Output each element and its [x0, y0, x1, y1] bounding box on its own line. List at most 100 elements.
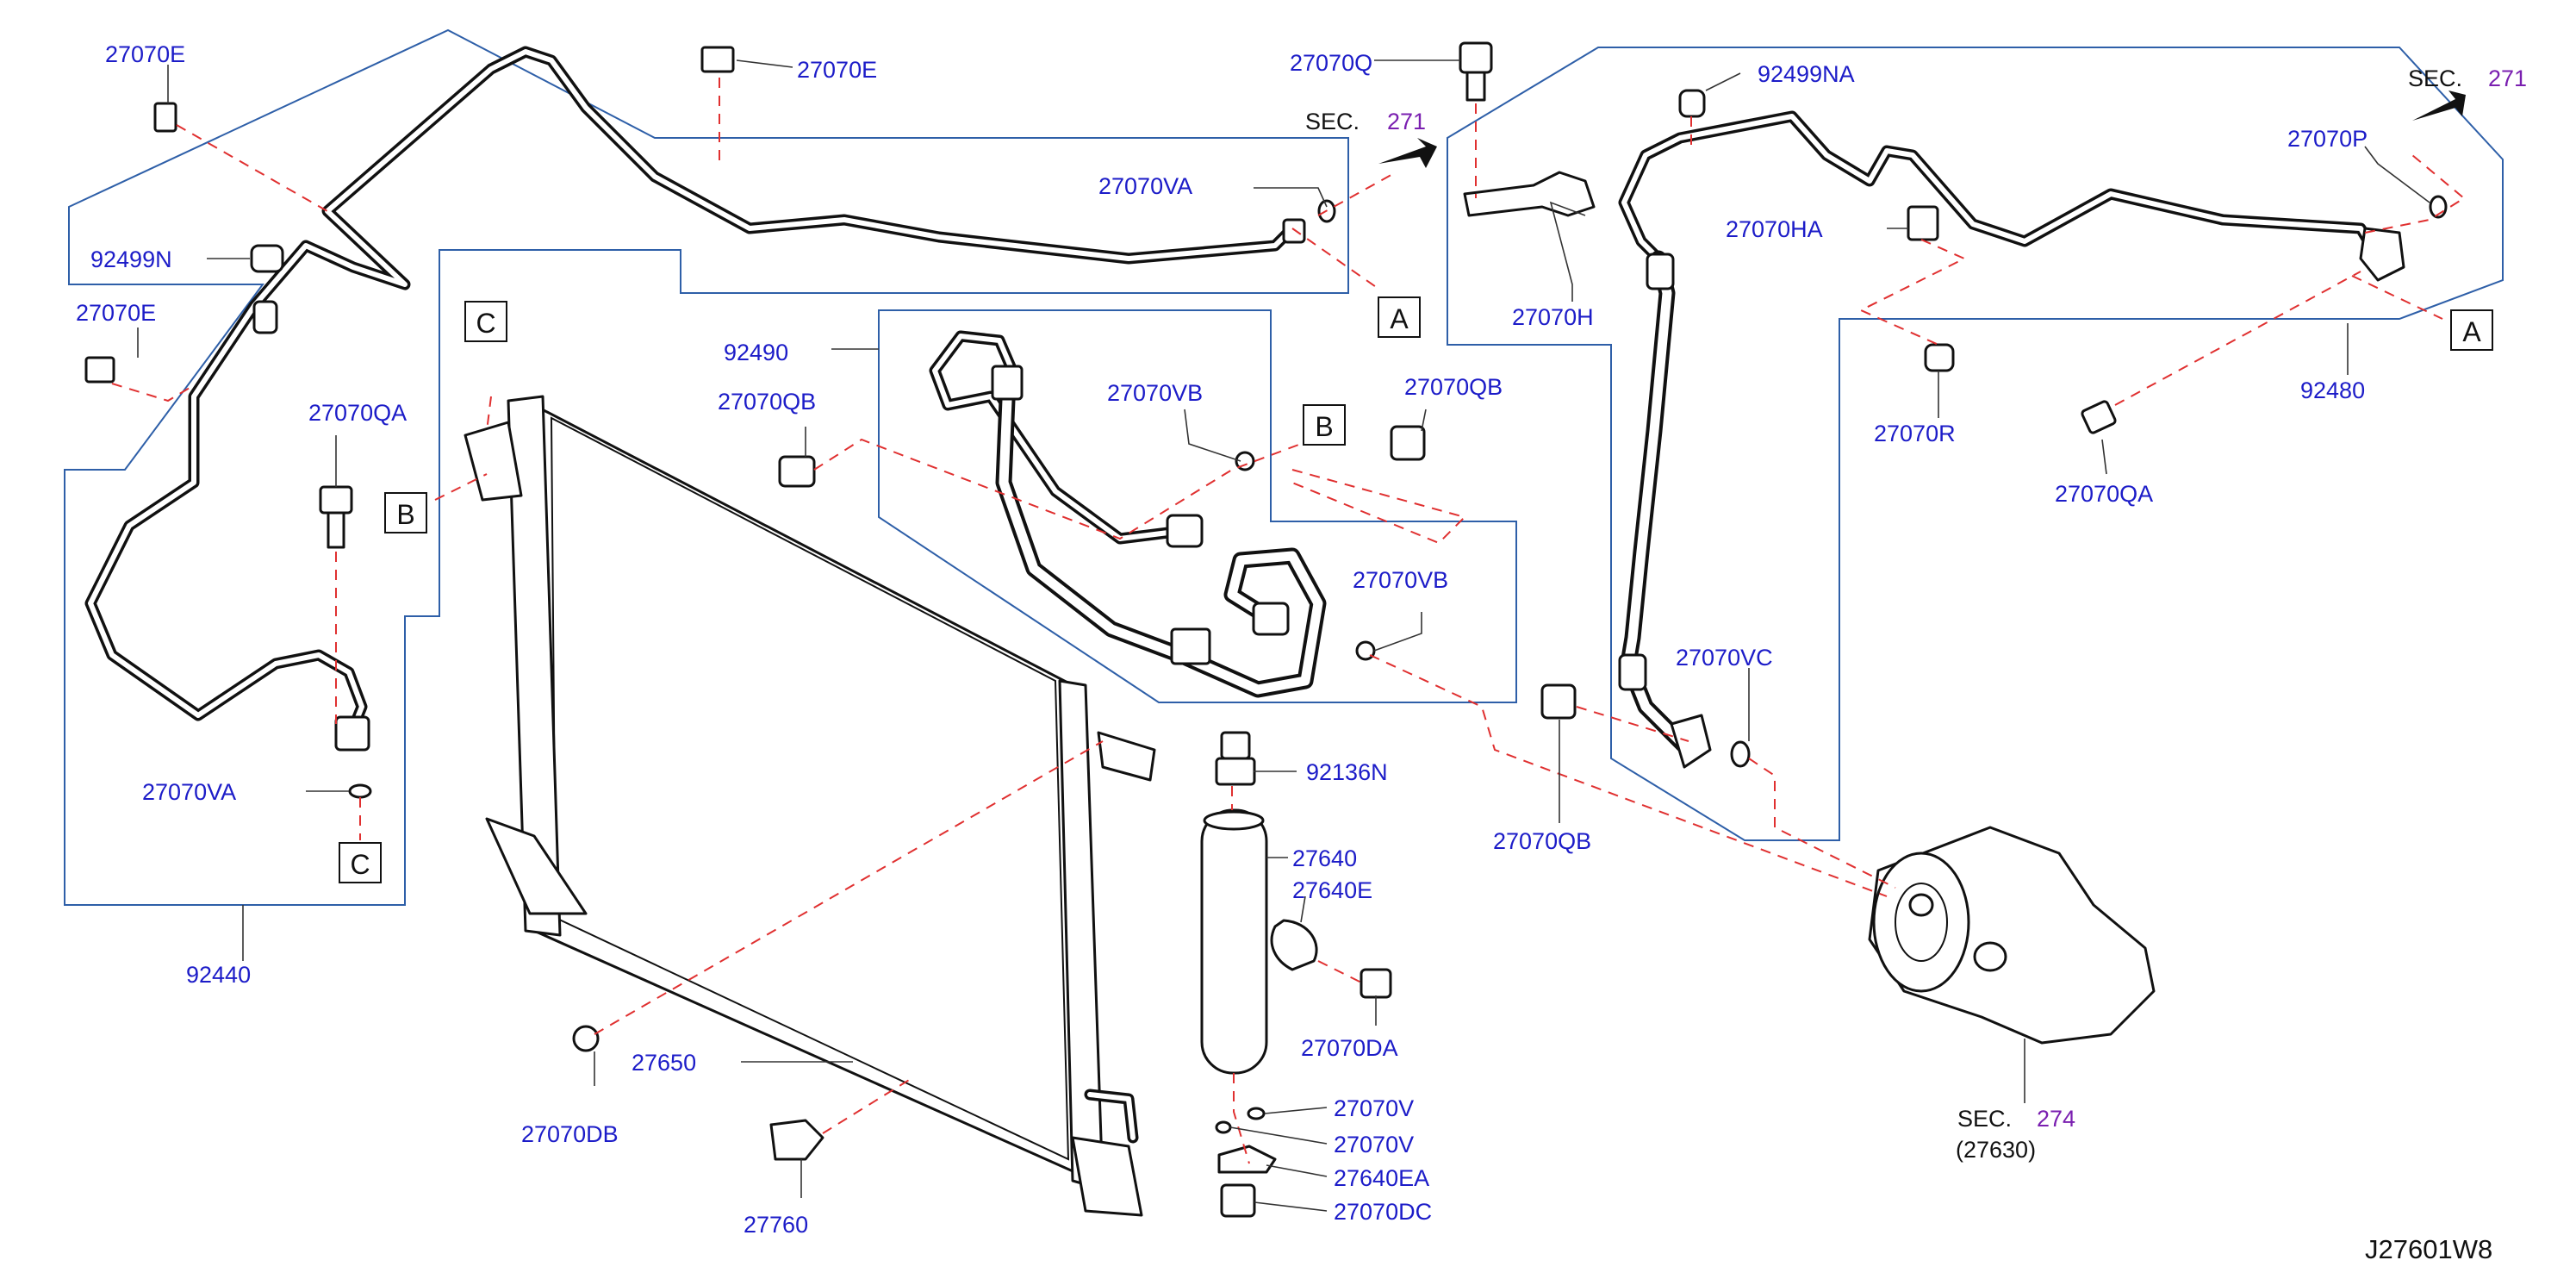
condenser-lower-bracket	[485, 817, 588, 915]
bolt-27070qb-icon	[1540, 683, 1577, 720]
marker-c-box	[339, 842, 382, 883]
compressor-pulley	[1872, 852, 1970, 993]
label-27070q: 27070Q	[1290, 50, 1372, 76]
bolt-27070q-shank	[1465, 71, 1486, 102]
sec-274-number: 274	[2037, 1106, 2075, 1132]
condenser-lower-right-bracket	[1071, 1136, 1143, 1217]
label-92490: 92490	[724, 340, 788, 365]
bolt-27070qb-icon	[1390, 425, 1426, 461]
label-27070va: 27070VA	[1098, 173, 1192, 199]
bracket-27760-icon	[769, 1119, 824, 1161]
bolt-27070qa-icon	[2081, 400, 2117, 434]
pipe-end-fitting	[252, 300, 278, 334]
label-27070p: 27070P	[2287, 126, 2368, 152]
pipe-end-fitting	[1282, 218, 1306, 244]
grommet-92499n-icon	[250, 244, 284, 273]
bolt-27070qa-icon	[319, 485, 353, 515]
label-27070e: 27070E	[105, 41, 185, 67]
label-27070qa: 27070QA	[2055, 481, 2153, 507]
sec-prefix: SEC.	[1305, 109, 1360, 134]
marker-b-box	[384, 492, 427, 533]
leader-lines	[137, 59, 2430, 1212]
label-27070qb: 27070QB	[1493, 828, 1591, 854]
switch-92136n-base	[1215, 757, 1256, 786]
label-27070va: 27070VA	[142, 779, 236, 805]
oring-27070v-icon	[1215, 1120, 1232, 1134]
label-27070v: 27070V	[1334, 1132, 1414, 1157]
clip-27070e-icon	[700, 46, 735, 73]
nut-27070r-icon	[1924, 343, 1955, 372]
dashed-connection-lines	[111, 78, 2466, 1164]
marker-c-label: C	[476, 308, 495, 339]
compressor-pulley-hub	[1895, 883, 1948, 962]
bracket-27070ha-icon	[1907, 205, 1939, 241]
screw-27070db-icon	[572, 1025, 600, 1052]
tank-bracket	[1217, 1145, 1277, 1174]
receiver-tank-27640	[1200, 808, 1318, 1174]
bolt-27070qb-icon	[778, 455, 816, 488]
label-92480: 92480	[2300, 377, 2365, 403]
area-outline-92440	[64, 28, 1349, 906]
label-92499n: 92499N	[90, 246, 172, 272]
label-27070h: 27070H	[1512, 304, 1594, 330]
hose-crimp	[991, 365, 1024, 401]
compressor-port	[1908, 893, 1934, 917]
oring-27070v-icon	[1247, 1107, 1266, 1120]
oring-27070vb-icon	[1235, 451, 1255, 471]
bolt-27070q-icon	[1459, 41, 1493, 74]
marker-a-box	[1378, 296, 1421, 338]
label-27070vb: 27070VB	[1353, 567, 1448, 593]
marker-c-box	[464, 301, 507, 342]
receiver-tank-cap	[1203, 810, 1265, 831]
pipe-end-fitting	[2359, 227, 2405, 282]
label-27070v: 27070V	[1334, 1095, 1414, 1121]
label-92136n: 92136N	[1306, 759, 1388, 785]
label-92499na: 92499NA	[1758, 61, 1855, 87]
tank-clamp	[1270, 919, 1318, 971]
sec-271-arrow-icon	[2412, 90, 2466, 121]
switch-92136n-icon	[1220, 731, 1251, 760]
hose-end-fitting	[1252, 602, 1290, 636]
label-27760: 27760	[744, 1212, 808, 1238]
clip-27070e-icon	[84, 356, 115, 384]
label-27070r: 27070R	[1874, 421, 1956, 446]
pipe-92440	[84, 46, 1306, 752]
bolt-27070da-icon	[1360, 968, 1392, 999]
clip-27070e-icon	[153, 102, 177, 133]
label-27650: 27650	[632, 1050, 696, 1076]
ac-compressor	[1868, 826, 2156, 1045]
condenser-left-tank	[507, 395, 562, 937]
small-hardware	[84, 41, 2466, 1218]
hose-92490	[929, 330, 1327, 698]
marker-b-label: B	[1315, 411, 1333, 442]
area-outline-92480	[1447, 47, 2504, 841]
oring-27070va-icon	[348, 783, 372, 799]
sec-prefix: SEC.	[2408, 66, 2462, 91]
oring-27070vc-icon	[1730, 740, 1751, 768]
label-27070qb: 27070QB	[718, 389, 816, 415]
label-27640: 27640	[1292, 845, 1357, 871]
hose-end-fitting	[1166, 514, 1204, 548]
label-27070e: 27070E	[797, 57, 877, 83]
label-27070ha: 27070HA	[1726, 216, 1823, 242]
pipe-92480	[1618, 110, 2405, 769]
marker-c-label: C	[350, 849, 370, 880]
bolt-27070dc-icon	[1220, 1183, 1256, 1218]
receiver-tank-body	[1200, 808, 1268, 1075]
pipe-end-fitting	[1670, 714, 1712, 769]
label-27070qb: 27070QB	[1404, 374, 1503, 400]
area-outline-92490	[878, 309, 1517, 703]
section-references: SEC. 271 SEC. 271 SEC. 274 (27630)	[1305, 66, 2527, 1163]
diagram-code: J27601W8	[2365, 1234, 2492, 1264]
hose-crimp	[1170, 627, 1211, 665]
bracket-27070h-icon	[1463, 171, 1596, 217]
condenser-right-tab	[1097, 731, 1156, 782]
sec-271-number: 271	[1387, 109, 1426, 134]
label-27640ea: 27640EA	[1334, 1165, 1429, 1191]
label-92440: 92440	[186, 962, 251, 988]
compressor-ref: (27630)	[1956, 1137, 2036, 1163]
pipe-end-fitting	[334, 715, 370, 752]
label-27070qa: 27070QA	[308, 400, 407, 426]
hose-crimp	[1646, 253, 1675, 290]
grommet-92499na-icon	[1678, 89, 1706, 118]
